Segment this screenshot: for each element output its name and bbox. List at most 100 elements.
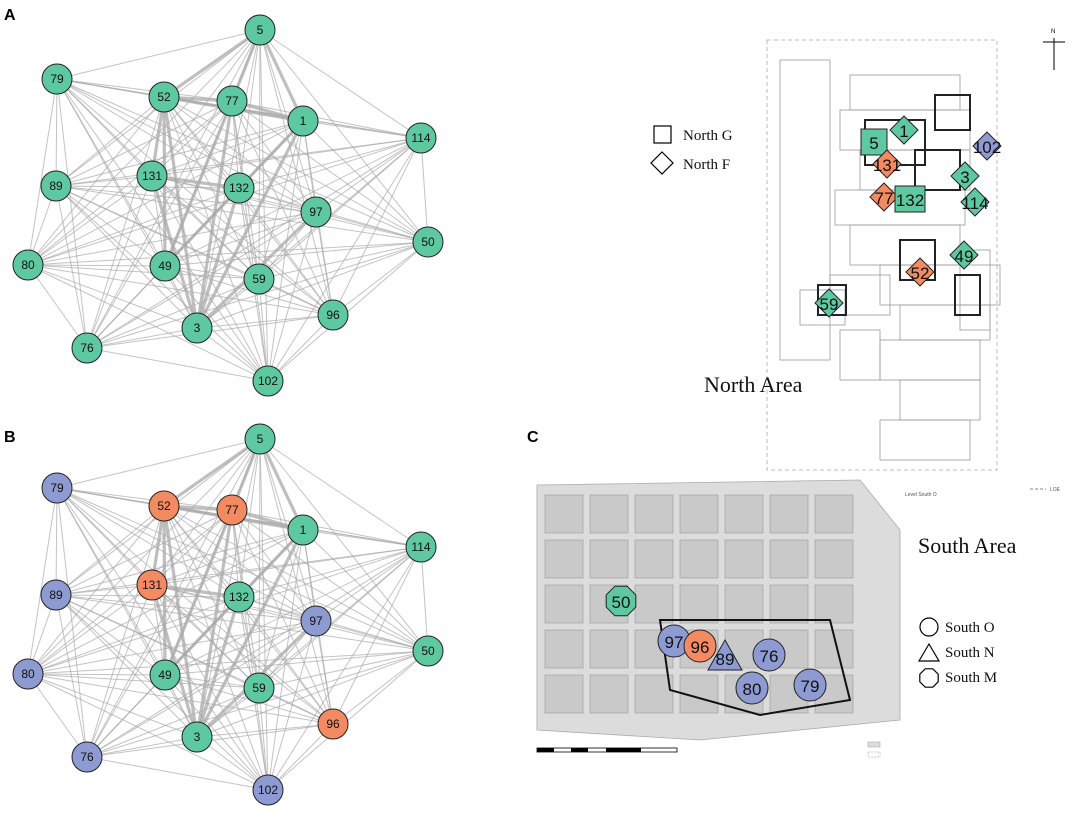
edge-79-50 bbox=[56, 487, 429, 652]
plan-room bbox=[839, 329, 881, 381]
marker-triangle bbox=[707, 638, 743, 671]
node-circle bbox=[300, 605, 332, 637]
node-b-102: 102 bbox=[252, 774, 284, 806]
edge-89-102 bbox=[55, 594, 269, 791]
node-label: 102 bbox=[258, 374, 278, 388]
south-marker-50: 50 bbox=[605, 585, 637, 617]
edge-5-114 bbox=[259, 29, 422, 139]
north-arrow-icon: N bbox=[1043, 29, 1065, 70]
edge-132-80 bbox=[27, 596, 240, 675]
edge-3-76 bbox=[86, 736, 198, 758]
node-b-52: 52 bbox=[148, 490, 180, 522]
node-label: 89 bbox=[49, 179, 63, 193]
node-b-97: 97 bbox=[300, 605, 332, 637]
edge-77-131 bbox=[151, 100, 233, 177]
south-plan-room bbox=[544, 629, 584, 669]
marker-diamond bbox=[950, 161, 980, 191]
south-trench-outline bbox=[658, 619, 852, 717]
node-label: 3 bbox=[194, 730, 201, 744]
network-b-edges bbox=[27, 437, 429, 791]
edge-5-102 bbox=[259, 438, 269, 791]
south-plan-room bbox=[634, 494, 674, 534]
edge-132-3 bbox=[195, 596, 241, 738]
network-a-edges bbox=[27, 28, 429, 382]
node-circle bbox=[223, 172, 255, 204]
node-label: 131 bbox=[142, 578, 162, 592]
edge-80-59 bbox=[27, 264, 260, 280]
node-circle bbox=[405, 122, 437, 154]
edge-97-80 bbox=[27, 211, 317, 266]
edge-77-102 bbox=[231, 100, 269, 382]
edge-89-131 bbox=[55, 584, 153, 596]
south-plan-room bbox=[769, 494, 809, 534]
edge-5-79 bbox=[56, 438, 261, 489]
node-circle bbox=[405, 531, 437, 563]
edge-49-76 bbox=[86, 674, 166, 758]
plan-wall bbox=[954, 274, 981, 316]
edge-114-3 bbox=[196, 546, 422, 738]
node-circle bbox=[317, 299, 349, 331]
edge-97-49 bbox=[164, 620, 317, 676]
marker-label: 77 bbox=[875, 189, 894, 208]
edge-131-96 bbox=[151, 175, 334, 316]
node-b-50: 50 bbox=[412, 635, 444, 667]
edge-79-50 bbox=[56, 78, 429, 243]
edge-114-49 bbox=[164, 137, 422, 267]
edge-132-50 bbox=[238, 596, 429, 652]
north-marker-1: 1 bbox=[889, 115, 919, 145]
legend-triangle-icon bbox=[917, 642, 941, 662]
node-label: 76 bbox=[80, 750, 94, 764]
edge-77-96 bbox=[231, 509, 334, 725]
edge-1-131 bbox=[151, 529, 304, 586]
edge-77-50 bbox=[231, 100, 429, 243]
edge-89-131 bbox=[55, 175, 153, 187]
edge-50-96 bbox=[332, 241, 429, 316]
edge-1-80 bbox=[27, 120, 304, 266]
south-plan-room bbox=[544, 674, 584, 714]
node-a-131: 131 bbox=[136, 160, 168, 192]
legend-octagon-icon bbox=[919, 668, 939, 688]
compass-label: N bbox=[1051, 29, 1055, 35]
edge-1-89 bbox=[55, 529, 304, 596]
node-circle bbox=[287, 105, 319, 137]
edge-5-102 bbox=[259, 29, 269, 382]
edge-59-76 bbox=[86, 687, 260, 758]
edge-77-97 bbox=[231, 100, 317, 213]
node-circle bbox=[300, 196, 332, 228]
edge-5-59 bbox=[258, 438, 261, 689]
node-a-79: 79 bbox=[41, 63, 73, 95]
edge-114-96 bbox=[332, 137, 422, 316]
edge-79-77 bbox=[56, 78, 233, 102]
marker-label: 1 bbox=[899, 122, 908, 141]
edge-79-96 bbox=[56, 78, 334, 316]
marker-label: 131 bbox=[873, 156, 901, 175]
edge-97-96 bbox=[315, 211, 334, 316]
panel-letter-c: C bbox=[527, 429, 539, 446]
edge-80-59 bbox=[27, 673, 260, 689]
plan-room bbox=[899, 304, 991, 341]
marker-circle bbox=[735, 671, 769, 705]
edge-79-89 bbox=[55, 487, 58, 596]
south-marker-79: 79 bbox=[793, 668, 827, 702]
edge-114-80 bbox=[27, 546, 422, 675]
marker-label: 49 bbox=[955, 247, 974, 266]
node-label: 1 bbox=[300, 114, 307, 128]
node-label: 97 bbox=[309, 205, 323, 219]
node-label: 96 bbox=[326, 308, 340, 322]
node-label: 97 bbox=[309, 614, 323, 628]
node-circle bbox=[41, 63, 73, 95]
node-a-52: 52 bbox=[148, 81, 180, 113]
edge-52-89 bbox=[55, 96, 165, 187]
node-label: 114 bbox=[411, 540, 430, 554]
edge-114-3 bbox=[196, 137, 422, 329]
north-marker-77: 77 bbox=[869, 182, 899, 212]
south-plan-room bbox=[589, 674, 629, 714]
marker-square bbox=[894, 185, 926, 213]
edge-114-76 bbox=[86, 137, 422, 349]
node-circle bbox=[136, 160, 168, 192]
marker-diamond bbox=[972, 131, 1002, 161]
node-label: 114 bbox=[411, 131, 430, 145]
